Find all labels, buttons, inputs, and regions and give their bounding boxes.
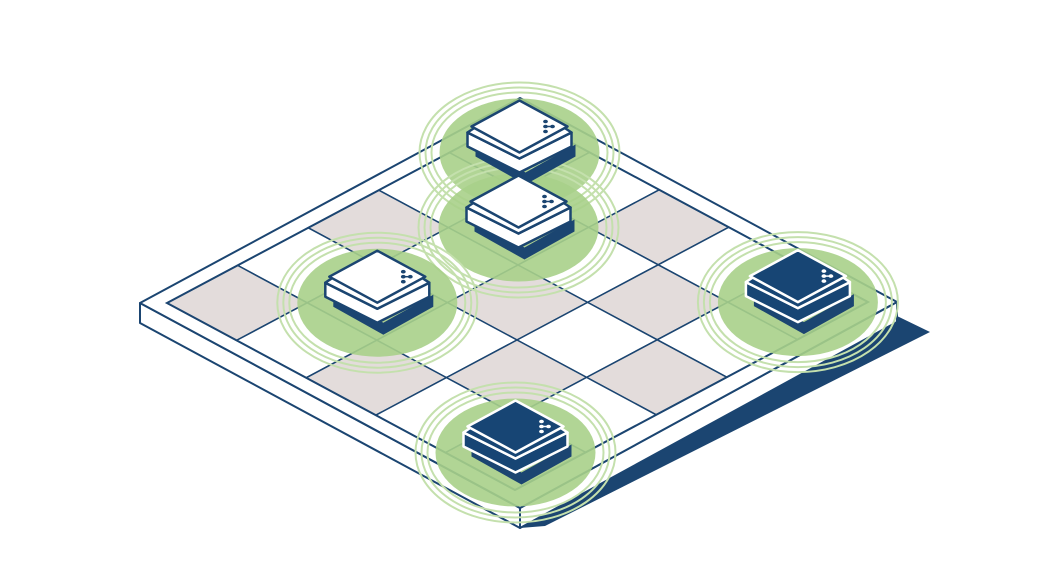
icon-node <box>821 279 827 283</box>
icon-node <box>542 204 547 209</box>
network-node-icon <box>543 119 555 134</box>
piece-shadow <box>471 444 572 485</box>
piece-shadow <box>333 294 434 335</box>
icon-node <box>543 119 548 124</box>
piece-glow-ring <box>696 231 899 374</box>
piece-glow-ring <box>414 381 617 524</box>
piece-shadow <box>474 219 575 260</box>
piece-top-face <box>470 99 569 154</box>
piece-top-face <box>466 399 565 454</box>
icon-node <box>539 429 544 434</box>
game-piece-navy <box>744 248 854 335</box>
game-piece-white <box>324 249 434 335</box>
piece-shadow <box>753 294 854 335</box>
network-node-icon <box>400 269 413 284</box>
game-piece-white <box>466 99 576 185</box>
piece-glow-ring <box>708 241 887 364</box>
icon-node <box>821 269 827 273</box>
piece-glow-ring <box>288 241 467 364</box>
network-node-icon <box>821 269 834 283</box>
piece-glow-ring <box>420 386 611 519</box>
piece-shadow <box>475 144 576 185</box>
network-node-icon <box>542 194 554 209</box>
piece-glow-ring <box>702 236 893 369</box>
piece-top-face <box>748 248 848 304</box>
game-piece-navy <box>462 399 572 485</box>
icon-node <box>400 269 406 274</box>
piece-glow-ring <box>426 391 605 514</box>
game-piece-white <box>465 174 575 260</box>
piece-top-face <box>328 249 427 304</box>
network-node-icon <box>539 419 551 434</box>
icon-node <box>542 194 547 199</box>
piece-glow-ring <box>282 236 473 369</box>
piece-top-face <box>469 174 568 229</box>
icon-node <box>543 129 548 134</box>
icon-node <box>539 419 544 424</box>
piece-glow-ring <box>276 231 479 374</box>
icon-node <box>400 279 406 284</box>
